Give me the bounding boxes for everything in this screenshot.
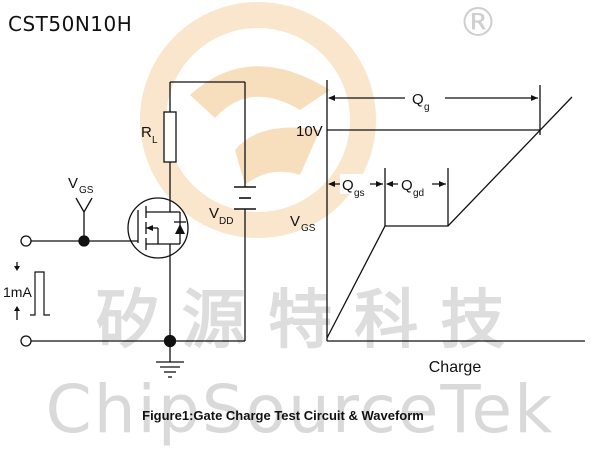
current-label: 1mA bbox=[3, 284, 32, 300]
watermark-brand-text: ChipSourceTek bbox=[46, 371, 555, 448]
vgs-waveform-label: V GS bbox=[290, 213, 316, 234]
qgs-label-bg bbox=[340, 174, 370, 194]
qg-label: Q g bbox=[412, 91, 430, 113]
ground-terminal bbox=[20, 335, 32, 347]
figure-caption: Figure1:Gate Charge Test Circuit & Wavef… bbox=[142, 408, 424, 423]
gate-node bbox=[78, 235, 90, 247]
vgs-waveform-label-main: V bbox=[290, 213, 300, 230]
qgs-label-sub: gs bbox=[354, 188, 365, 199]
qg-label-sub: g bbox=[424, 102, 430, 113]
load-resistor bbox=[163, 111, 177, 163]
vdd-label: V DD bbox=[209, 205, 233, 227]
qgd-label-sub: gd bbox=[413, 188, 424, 199]
qgd-label: Q gd bbox=[401, 177, 424, 199]
vgs-probe-label: V GS bbox=[68, 175, 94, 196]
test-circuit bbox=[14, 81, 256, 378]
watermark-logo-icon bbox=[140, 2, 376, 238]
ten-volt-label: 10V bbox=[296, 123, 323, 140]
vdd-label-sub: DD bbox=[219, 216, 233, 227]
qgd-label-main: Q bbox=[401, 177, 413, 194]
diode-icon bbox=[175, 224, 185, 234]
part-number: CST50N10H bbox=[8, 12, 133, 36]
rl-label: R L bbox=[141, 124, 158, 146]
qgd-label-bg bbox=[398, 174, 432, 194]
pulse-icon bbox=[30, 271, 50, 316]
qgs-label: Q gs bbox=[342, 177, 365, 199]
qg-label-bg bbox=[405, 88, 445, 108]
qgs-label-main: Q bbox=[342, 177, 354, 194]
vgs-waveform-label-sub: GS bbox=[301, 223, 316, 234]
watermark-cjk-text: 矽 源 特 科 技 bbox=[95, 284, 504, 358]
rl-label-main: R bbox=[141, 124, 152, 141]
vgs-curve bbox=[326, 96, 573, 339]
vgs-probe-label-main: V bbox=[68, 175, 78, 192]
input-terminal bbox=[20, 235, 32, 247]
registered-mark: ® bbox=[458, 0, 498, 46]
rl-label-sub: L bbox=[152, 135, 158, 146]
x-axis-label: Charge bbox=[429, 359, 482, 376]
vdd-label-main: V bbox=[209, 205, 219, 222]
qg-label-main: Q bbox=[412, 91, 424, 108]
vgs-probe-label-sub: GS bbox=[79, 185, 94, 196]
